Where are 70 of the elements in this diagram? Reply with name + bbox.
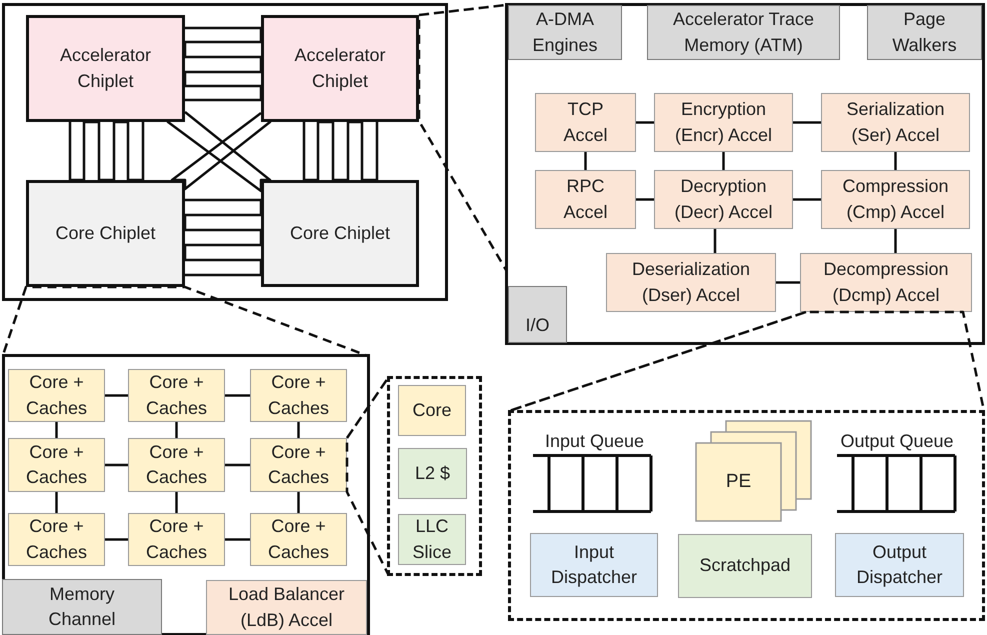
accelerator-box: Deserialization (Dser) Accel: [606, 253, 776, 312]
connector-line: [225, 394, 250, 397]
dispatcher-box: Input Dispatcher: [530, 533, 658, 597]
connector-line: [105, 464, 128, 466]
core-box: Core + Caches: [8, 369, 105, 422]
connector-line: [894, 152, 897, 170]
connector-line: [894, 229, 897, 253]
cache-box: L2 $: [398, 448, 467, 499]
block-box: A-DMA Engines: [508, 5, 622, 60]
dashed-outline: [508, 410, 985, 621]
connector-line: [55, 422, 58, 438]
link-bundle: [68, 120, 144, 182]
core-box: Core + Caches: [128, 438, 225, 492]
link-bundle: [184, 26, 262, 102]
accelerator-box: Encryption (Encr) Accel: [654, 93, 793, 152]
block-box: Page Walkers: [867, 5, 982, 60]
accelerator-box: Decryption (Decr) Accel: [654, 170, 793, 229]
accelerator-box: Decompression (Dcmp) Accel: [800, 253, 972, 312]
chiplet-box: Core Chiplet: [26, 180, 185, 287]
connector-line: [105, 538, 128, 541]
accelerator-box: Serialization (Ser) Accel: [821, 93, 970, 152]
chiplet-box: Accelerator Chiplet: [26, 15, 185, 122]
chiplet-box: Accelerator Chiplet: [261, 15, 419, 122]
link-bundle: [184, 198, 262, 276]
core-box: Core + Caches: [8, 438, 105, 492]
connector-line: [636, 198, 654, 201]
connector-line: [776, 281, 800, 284]
core-box: Core + Caches: [250, 513, 347, 566]
zoom-line: [346, 376, 390, 575]
block-box: Memory Channel: [2, 579, 162, 635]
core-box: Core + Caches: [8, 513, 105, 566]
block-box: I/O: [508, 286, 567, 343]
outline-frame: [2, 354, 370, 635]
core-box: Core: [398, 385, 466, 436]
core-box: Core + Caches: [128, 513, 225, 566]
zoom-line: [418, 4, 508, 271]
accelerator-box: Compression (Cmp) Accel: [821, 170, 970, 229]
connector-line: [225, 538, 250, 541]
connector-line: [297, 422, 300, 438]
connector-line: [55, 492, 58, 513]
accelerator-box: RPC Accel: [535, 170, 636, 229]
connector-line: [297, 492, 300, 513]
connector-line: [793, 121, 821, 124]
accelerator-box: TCP Accel: [535, 93, 636, 152]
connector-line: [714, 229, 716, 253]
connector-line: [793, 198, 821, 201]
connector-line: [175, 492, 178, 513]
cache-box: LLC Slice: [398, 514, 466, 565]
queue-label: Input Queue: [544, 430, 646, 452]
connector-line: [175, 422, 178, 438]
dispatcher-box: Output Dispatcher: [835, 533, 964, 597]
outline-frame: [2, 3, 448, 301]
connector-line: [225, 464, 250, 466]
dashed-outline: [387, 376, 482, 576]
connector-line: [722, 152, 725, 170]
chiplet-box: Core Chiplet: [261, 180, 419, 287]
queue-label: Output Queue: [839, 430, 955, 452]
connector-line: [584, 152, 587, 170]
block-box: Accelerator Trace Memory (ATM): [647, 5, 840, 60]
zoom-line: [508, 310, 986, 412]
core-box: Core + Caches: [250, 369, 347, 422]
core-box: Core + Caches: [250, 438, 347, 492]
core-box: Core + Caches: [128, 369, 225, 422]
link-bundle: [302, 120, 378, 182]
outline-frame: [505, 3, 985, 345]
box-label: PE: [724, 470, 752, 494]
connector-line: [105, 394, 128, 397]
cache-box: Scratchpad: [678, 534, 812, 598]
connector-line: [636, 121, 654, 124]
accelerator-box: Load Balancer (LdB) Accel: [206, 580, 367, 635]
